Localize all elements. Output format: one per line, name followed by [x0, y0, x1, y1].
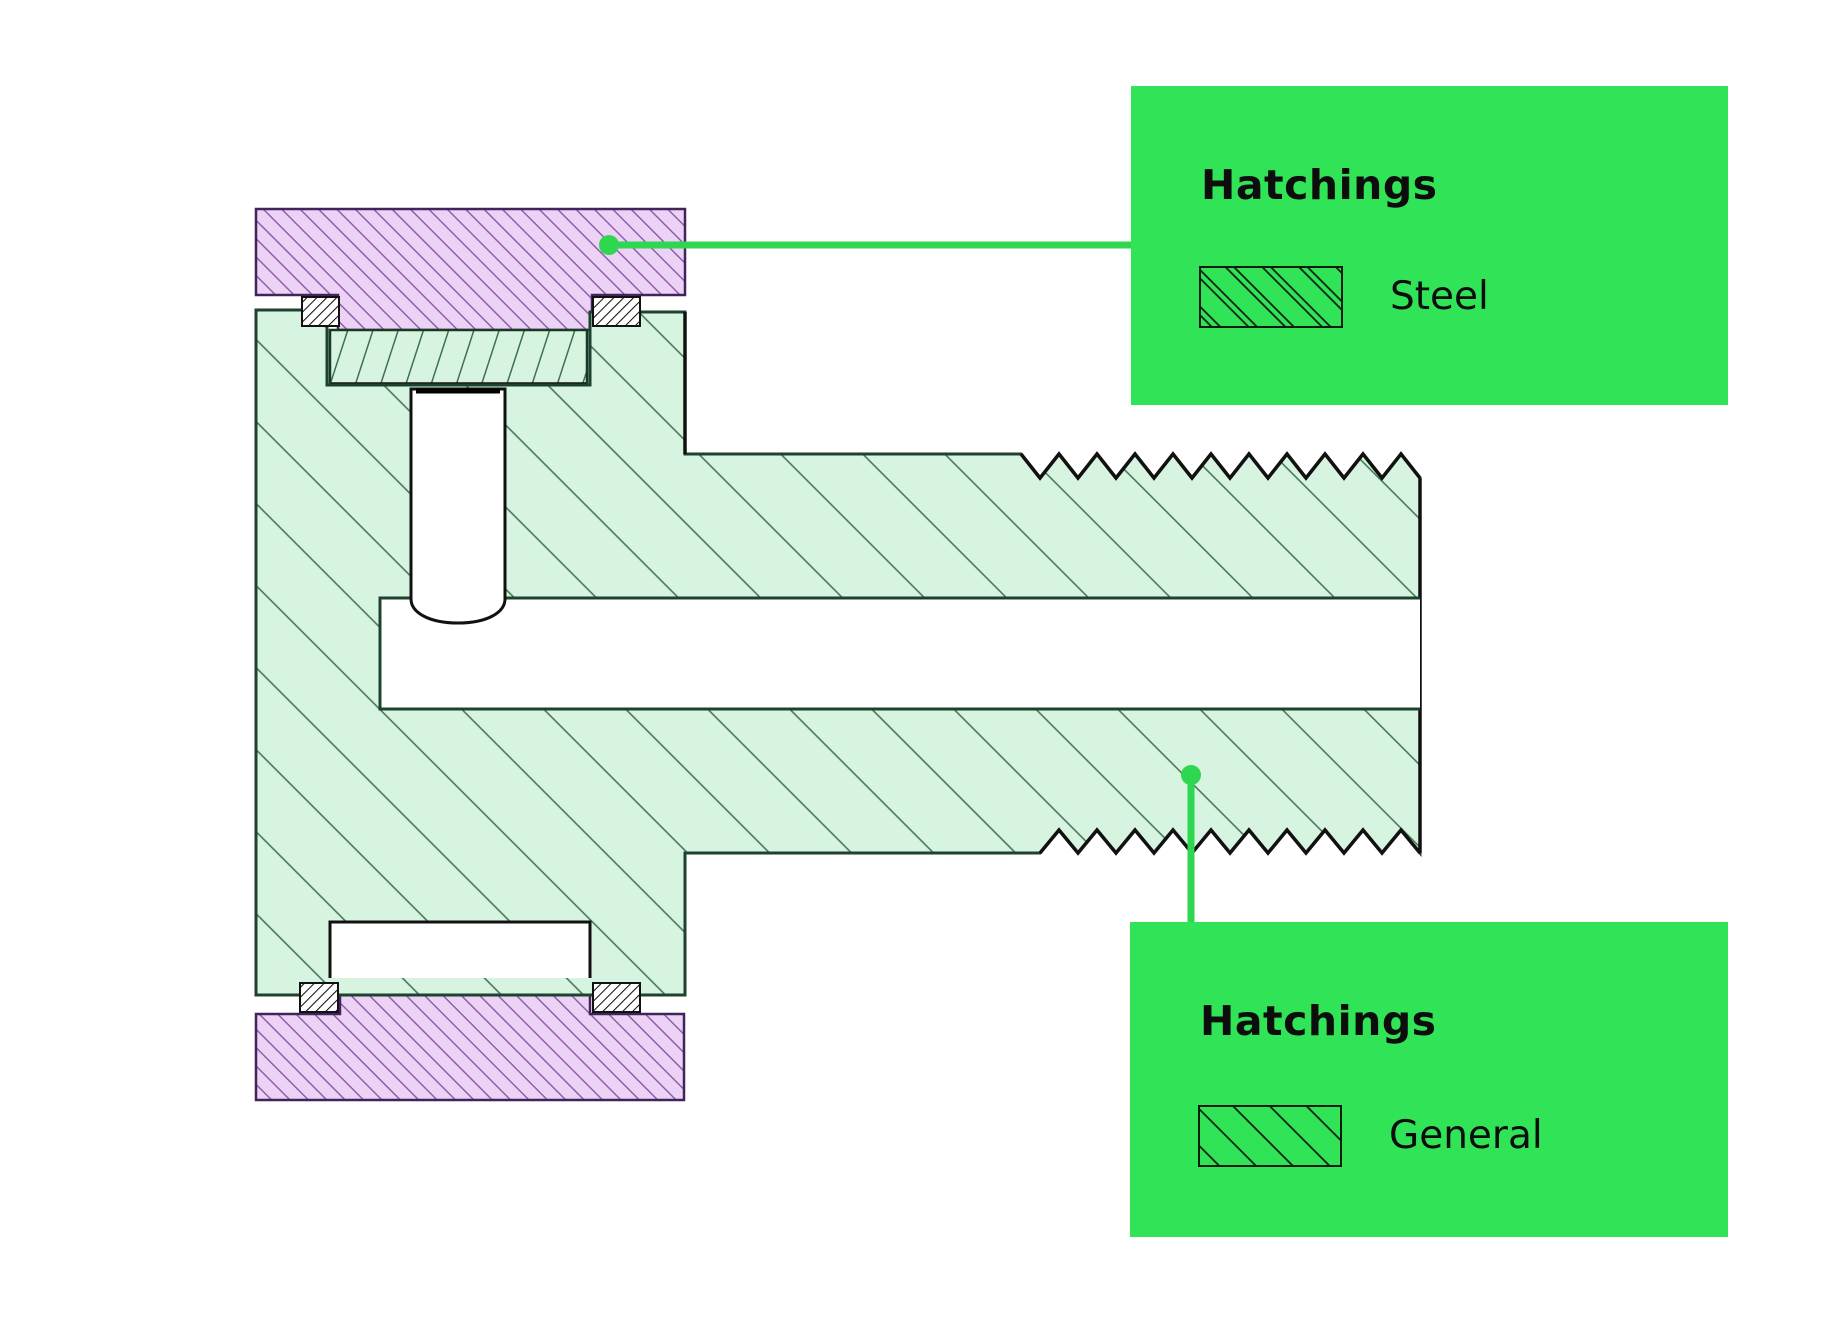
thread-profile-top — [1019, 451, 1422, 481]
callout-connector-steel — [599, 235, 1131, 255]
steel-retainer-top-left-hatch — [302, 297, 339, 326]
nut-top-section — [254, 207, 687, 332]
legend-label: Steel — [1390, 274, 1489, 319]
vertical-port — [409, 387, 507, 625]
panel-title: Hatchings — [1200, 997, 1437, 1045]
callout-anchor-dot-general — [1181, 765, 1201, 785]
legend-row-steel[interactable]: Steel — [1199, 266, 1489, 328]
callout-connector-general — [1181, 765, 1201, 922]
seal-washer-section — [328, 328, 589, 386]
callout-anchor-dot-steel — [599, 235, 619, 255]
hatchings-panel-steel: Hatchings Steel — [1131, 86, 1728, 405]
steel-hatch-swatch-icon — [1199, 266, 1343, 328]
bottom-washer-slot — [328, 920, 592, 978]
steel-retainer-top-right-hatch — [593, 297, 640, 326]
steel-retainer-bottom-right-hatch — [593, 983, 640, 1012]
general-hatch-swatch-icon — [1198, 1105, 1342, 1167]
bore-channel — [378, 596, 1420, 711]
nut-bottom-section — [254, 976, 686, 1102]
thread-profile-bottom — [1038, 827, 1422, 856]
panel-title: Hatchings — [1201, 161, 1438, 209]
legend-row-general[interactable]: General — [1198, 1105, 1543, 1167]
hatchings-panel-general: Hatchings General — [1130, 922, 1728, 1237]
steel-retainer-bottom-left-hatch — [300, 983, 338, 1012]
legend-label: General — [1389, 1113, 1543, 1158]
